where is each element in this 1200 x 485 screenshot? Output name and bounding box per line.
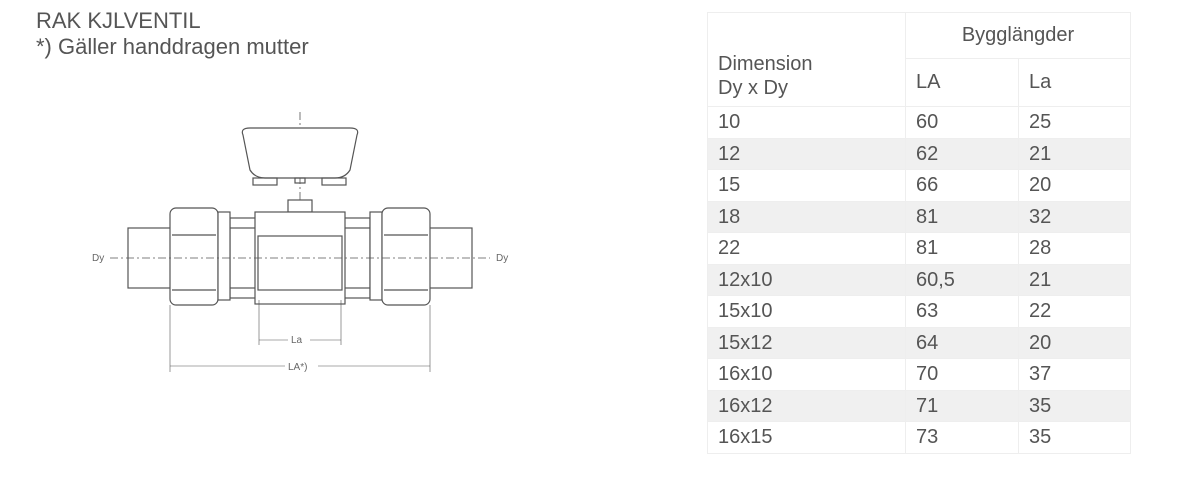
cell-La: 20 (1018, 169, 1131, 202)
cell-LA: 60,5 (905, 263, 1019, 296)
la-dimension-label: La (291, 335, 303, 346)
footnote: *) Gäller handdragen mutter (36, 34, 309, 59)
header-LA: LA (905, 58, 1019, 107)
cell-La: 37 (1018, 358, 1131, 391)
LA-dimension-label: LA*) (288, 362, 307, 373)
cell-LA: 63 (905, 295, 1019, 328)
cell-La: 32 (1018, 200, 1131, 233)
cell-LA: 70 (905, 358, 1019, 391)
cell-LA: 71 (905, 389, 1019, 422)
cell-dimension: 10 (707, 106, 906, 139)
cell-La: 20 (1018, 326, 1131, 359)
product-title: RAK KJLVENTIL (36, 8, 201, 33)
dy-left-label: Dy (92, 253, 104, 264)
cell-LA: 60 (905, 106, 1019, 139)
cell-dimension: 12x10 (707, 263, 906, 296)
cell-dimension: 15 (707, 169, 906, 202)
cell-LA: 73 (905, 421, 1019, 454)
valve-drawing: Dy Dy La LA*) (92, 112, 508, 373)
cell-LA: 81 (905, 232, 1019, 265)
cell-dimension: 16x10 (707, 358, 906, 391)
cell-dimension: 16x15 (707, 421, 906, 454)
cell-La: 22 (1018, 295, 1131, 328)
cell-La: 25 (1018, 106, 1131, 139)
cell-La: 28 (1018, 232, 1131, 265)
cell-dimension: 12 (707, 137, 906, 170)
header-dimension: Dimension Dy x Dy (707, 12, 906, 107)
cell-LA: 66 (905, 169, 1019, 202)
cell-dimension: 15x10 (707, 295, 906, 328)
cell-La: 21 (1018, 137, 1131, 170)
cell-dimension: 22 (707, 232, 906, 265)
header-bygglangder: Bygglängder (905, 12, 1131, 59)
cell-dimension: 16x12 (707, 389, 906, 422)
cell-La: 35 (1018, 389, 1131, 422)
cell-LA: 81 (905, 200, 1019, 233)
dy-right-label: Dy (496, 253, 508, 264)
cell-La: 21 (1018, 263, 1131, 296)
cell-LA: 64 (905, 326, 1019, 359)
cell-dimension: 18 (707, 200, 906, 233)
cell-La: 35 (1018, 421, 1131, 454)
header-La: La (1018, 58, 1131, 107)
cell-dimension: 15x12 (707, 326, 906, 359)
cell-LA: 62 (905, 137, 1019, 170)
